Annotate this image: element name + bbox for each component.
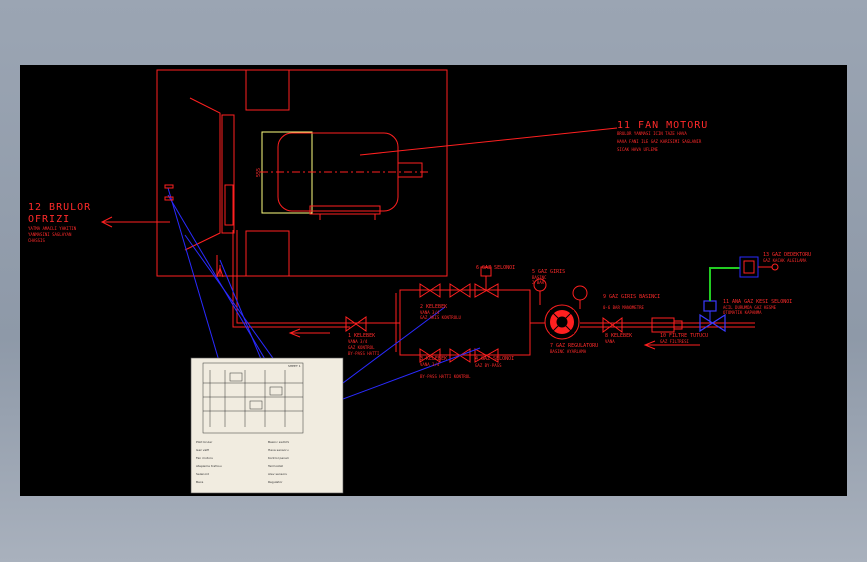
regulator-7-label: 7 GAZ REGULATORU [550,343,598,349]
gas-detector-icon [709,256,779,301]
burner-title-1: 12 BRULOR [28,202,91,213]
gas-regulator-icon [544,304,580,340]
pressure-gauge-9-icon [572,285,588,309]
valve-3-sub: VANA 3/4 [420,362,440,367]
filter-10-label: 10 FILTRE TUTUCU [660,333,708,339]
valve-8-icon [602,317,623,333]
valve-3-label: 3 KELEBEK [420,356,447,362]
main-selenoid-11-label: 11 ANA GAZ KESI SELONOI [723,299,792,305]
gas-selenoid-4-label: 4 GAZ SELONOI [475,356,514,362]
burner-desc-3: CHASSIS [28,238,45,243]
gas-supply-line [232,289,755,356]
gas-selenoid-6-label: 6 GAZ SELONOI [476,265,515,271]
valve-8-label: 8 KELEBEK [605,333,632,339]
fan-motor-desc-1: BRULOR YANMASI ICIN TAZE HAVA [617,131,687,136]
thumbnail-legend-item: Fan motoru [196,456,213,460]
thumbnail-title: SHEET 1 [288,364,301,368]
burner-desc-1: YATMA AMACLI YAKITIN [28,226,77,231]
gas-selenoid-6-icon [474,266,499,298]
thumbnail-legend-item: Termostat [267,464,284,468]
main-selenoid-11-sub-2: OTOMATIK KAPANMA [723,310,762,315]
thumbnail-legend-item: Pilot bruler [196,440,213,444]
pressure-9-label: 9 GAZ GIRIS BASINCI [603,294,660,300]
burner-nozzle-icon [164,184,174,201]
valve-1-icon [345,316,367,332]
valve-2-sub: VANA 3/4 [420,310,440,315]
detector-13-sub: GAZ KACAK ALGILAMA [763,258,807,263]
detector-13-label: 13 GAZ DEDEKTORU [763,252,811,258]
thumbnail-legend-item: Gaz valfi [196,448,209,452]
valve-8-sub: VANA [605,339,615,344]
filter-10-sub: GAZ FILTRESI [660,339,689,344]
pressure-9-sub: 0-6 BAR MANOMETRE [603,305,645,310]
gas-inlet-5-sub-1: BASINC [532,275,547,280]
regulator-7-sub: BASINC AYARLAMA [550,349,587,354]
valve-1-note-1: GAZ KONTROL [348,345,375,350]
valve-3-icon [419,348,471,363]
fan-motor-desc-2: HAVA FANI ILE GAZ KARISIMI SAGLANIR [617,139,702,144]
pressure-gauge-5-icon [533,278,547,305]
gas-selenoid-4-sub: GAZ BY-PASS [475,363,502,368]
valve-2-label: 2 KELEBEK [420,304,447,310]
burner-title-2: OFRIZI [28,214,70,225]
valve-1-label: 1 KELEBEK [348,333,375,339]
thumbnail-schematic [202,362,304,434]
burner-housing [156,69,448,320]
gas-inlet-5-label: 5 GAZ GIRIS [532,269,565,275]
valve-1-sub: VANA 3/4 [348,339,368,344]
valve-3-note: BY-PASS HATTI KONTROL [420,374,471,379]
thumbnail-legend-item: Kontrol paneli [268,456,289,460]
thumbnail-legend-item: Baca [196,480,204,484]
fan-motor-leader [359,127,618,156]
valve-2-icon [419,283,471,298]
burner-desc-2: YANMASINI SAGLAYAN [28,232,72,237]
main-selenoid-11-sub-1: ACIL DURUMDA GAZ KESME [723,305,777,310]
dimension-label: 555 [256,168,262,177]
drawing-canvas[interactable]: 555 [20,65,847,496]
thumbnail-legend-item: Regulator [268,480,283,484]
valve-2-note: GAZ AKIS KONTROLU [420,315,462,320]
valve-1-note-2: BY-PASS HATTI [348,351,380,356]
thumbnail-legend-item: Selenoid [196,472,209,476]
fan-motor-desc-3: SICAK HAVA UFLEME [617,147,659,152]
gas-selenoid-4-icon [474,348,499,363]
fan-motor: 555 [256,131,430,220]
thumbnail-legend-item: Hava sensoru [268,448,289,452]
filter-icon [651,317,683,333]
burner-outlet-arrow [100,216,170,228]
hvac-gas-schematic: 555 [28,69,811,494]
thumbnail-legend-item: Basinc switchi [268,440,289,444]
thumbnail-legend-item: Alev sensoru [268,472,287,476]
thumbnail-legend-item: Ateşleme trafosu [196,464,222,468]
fan-motor-title: 11 FAN MOTORU [617,120,708,131]
gas-inlet-5-sub-2: 2 BAR [532,280,545,285]
